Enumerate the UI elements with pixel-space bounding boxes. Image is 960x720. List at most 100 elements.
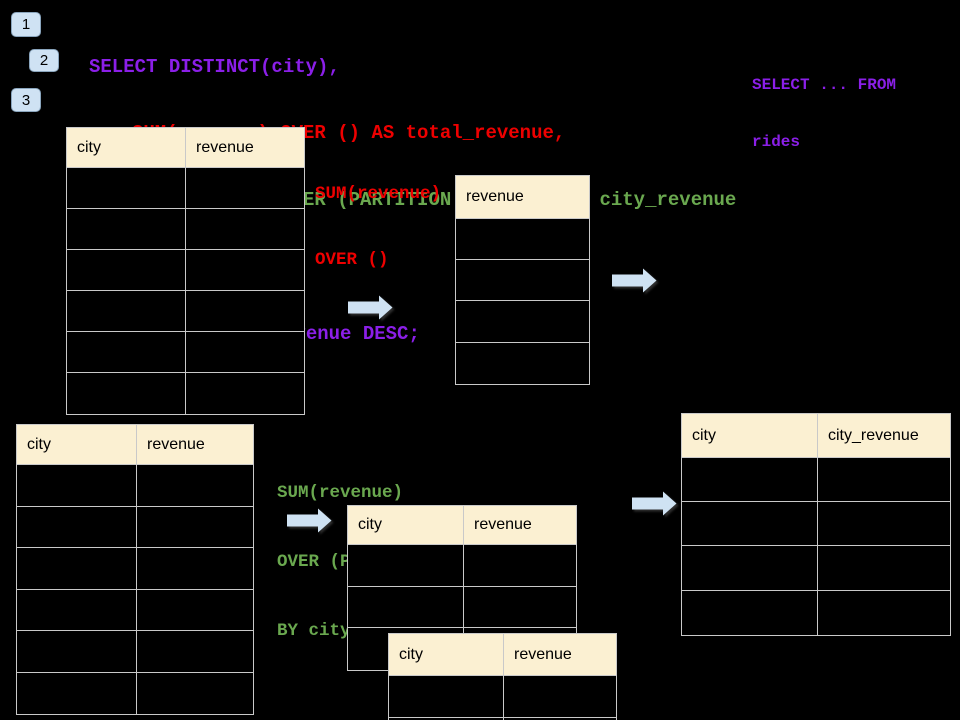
table-cell xyxy=(67,291,186,331)
table-row xyxy=(67,373,304,414)
table-cell xyxy=(682,590,818,635)
table-header-cell: city xyxy=(682,414,818,457)
table-row xyxy=(456,343,589,384)
table-cell xyxy=(348,545,464,586)
step-badge-1: 1 xyxy=(11,12,41,37)
arrow-right-icon xyxy=(348,295,393,320)
table-header-row: city revenue xyxy=(348,506,576,545)
table-row xyxy=(456,219,589,261)
annotation-line: SUM(revenue) xyxy=(277,483,404,503)
table-row xyxy=(682,502,950,547)
table-source-bottom: city revenue xyxy=(16,424,254,715)
table-cell xyxy=(682,546,818,590)
table-header-cell: revenue xyxy=(474,516,532,533)
table-cell xyxy=(137,465,253,506)
step-badge-2: 2 xyxy=(29,49,59,72)
table-result: city city_revenue xyxy=(681,413,951,636)
table-cell xyxy=(17,672,137,714)
table-cell xyxy=(67,250,186,290)
table-header-row: city revenue xyxy=(67,128,304,168)
arrow-right-icon xyxy=(632,491,677,516)
table-header-row: city revenue xyxy=(17,425,253,465)
table-cell xyxy=(17,465,137,506)
table-cell xyxy=(67,168,186,208)
table-row xyxy=(682,546,950,591)
table-header-cell: revenue xyxy=(196,138,254,156)
table-row xyxy=(67,250,304,291)
table-cell xyxy=(186,332,304,372)
table-cell xyxy=(464,545,576,586)
table-row xyxy=(456,260,589,302)
side-note: SELECT ... FROM rides xyxy=(752,38,896,190)
table-row xyxy=(67,332,304,373)
table-cell xyxy=(186,168,304,208)
table-cell xyxy=(186,291,304,331)
table-header-cell: city_revenue xyxy=(828,426,919,444)
annotation-line: OVER () xyxy=(315,250,389,270)
table-cell xyxy=(682,502,818,546)
table-row xyxy=(348,586,576,629)
table-cell xyxy=(504,676,616,717)
annotation-line: SUM(revenue) xyxy=(315,184,442,204)
table-row xyxy=(389,718,616,720)
table-row xyxy=(682,590,950,635)
table-cell xyxy=(186,250,304,290)
table-cell xyxy=(186,209,304,249)
annotation-total-revenue: SUM(revenue) OVER () xyxy=(315,139,441,315)
side-note-line: SELECT ... FROM xyxy=(752,76,897,94)
table-row xyxy=(67,168,304,209)
table-cell xyxy=(137,507,253,548)
table-header-row: city city_revenue xyxy=(682,414,950,458)
table-cell xyxy=(456,260,589,300)
table-cell xyxy=(456,343,589,384)
table-row xyxy=(682,458,950,503)
table-row xyxy=(67,291,304,332)
table-cell xyxy=(137,631,253,672)
table-cell xyxy=(682,458,818,502)
table-partition-overlay: city revenue xyxy=(388,633,617,720)
table-cell xyxy=(137,548,253,589)
table-row xyxy=(17,589,253,631)
table-row xyxy=(348,545,576,587)
table-cell xyxy=(818,458,950,501)
table-row xyxy=(17,548,253,590)
table-cell xyxy=(17,631,137,672)
table-cell xyxy=(389,676,504,717)
table-cell xyxy=(818,591,950,635)
table-cell xyxy=(456,301,589,341)
table-header-row: city revenue xyxy=(389,634,616,676)
table-header-row: revenue xyxy=(456,176,589,219)
table-header-cell: city xyxy=(17,425,137,464)
table-cell xyxy=(389,718,504,720)
table-cell xyxy=(137,673,253,715)
arrow-right-icon xyxy=(287,508,332,533)
table-row xyxy=(17,672,253,715)
table-header-cell: city xyxy=(389,634,504,675)
table-cell xyxy=(818,546,950,589)
table-cell xyxy=(464,587,576,628)
table-header-cell: revenue xyxy=(466,188,524,205)
table-header-cell: city xyxy=(348,506,464,544)
table-cell xyxy=(67,209,186,249)
table-cell xyxy=(17,589,137,630)
side-note-line: rides xyxy=(752,133,801,151)
table-header-cell: city xyxy=(67,128,186,167)
table-cell xyxy=(186,373,304,414)
table-total-revenue: revenue xyxy=(455,175,590,385)
table-cell xyxy=(456,219,589,259)
step-badge-3: 3 xyxy=(11,88,41,112)
table-cell xyxy=(17,506,137,547)
table-header-cell: revenue xyxy=(514,645,572,663)
table-cell xyxy=(818,502,950,545)
table-cell xyxy=(348,586,464,628)
table-cell xyxy=(67,373,186,414)
table-row xyxy=(17,631,253,673)
arrow-right-icon xyxy=(612,268,657,293)
table-row xyxy=(17,506,253,548)
table-row xyxy=(389,676,616,718)
table-row xyxy=(456,301,589,343)
table-row xyxy=(17,465,253,507)
table-cell xyxy=(67,332,186,372)
table-cell xyxy=(137,590,253,631)
